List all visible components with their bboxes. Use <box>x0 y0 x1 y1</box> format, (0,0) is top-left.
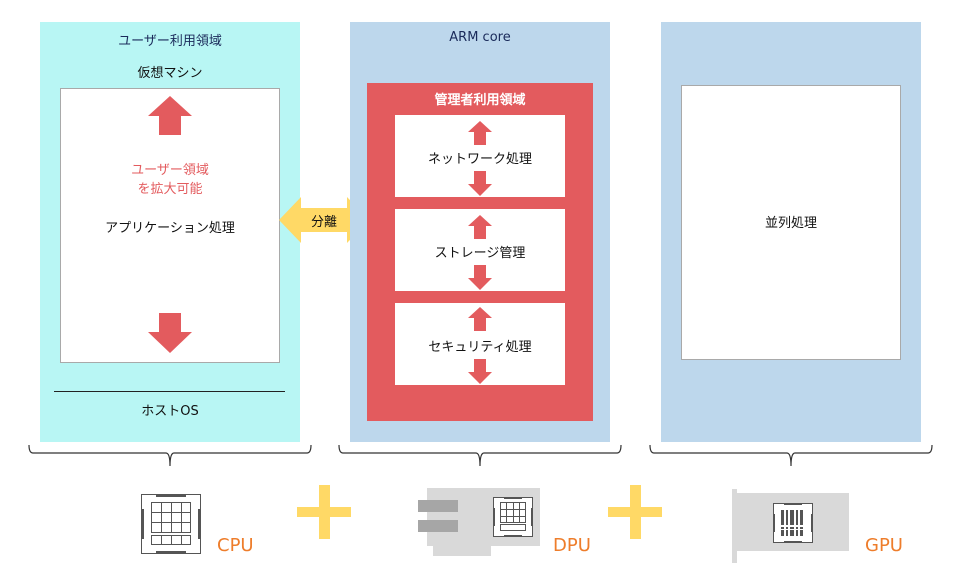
separation-label: 分離 <box>310 215 337 230</box>
arrow-down-icon <box>468 265 492 290</box>
virtual-machine-box: ユーザー領域 を拡大可能 アプリケーション処理 <box>60 88 280 363</box>
process-box-network: ネットワーク処理 <box>395 115 565 197</box>
brace-gpu <box>649 444 933 467</box>
dpu-card-icon <box>418 488 540 556</box>
arrow-up-icon <box>468 307 492 331</box>
process-box-storage: ストレージ管理 <box>395 209 565 291</box>
arm-core-title: ARM core <box>449 30 511 45</box>
expand-note-line2: を拡大可能 <box>137 182 203 197</box>
virtual-machine-label: 仮想マシン <box>137 66 203 81</box>
plus-icon <box>297 485 351 539</box>
gpu-label: GPU <box>865 535 903 556</box>
arrow-up-icon <box>468 121 492 145</box>
arrow-up-icon <box>468 215 492 239</box>
process-label: ネットワーク処理 <box>427 152 532 167</box>
arrow-up-icon <box>148 96 192 135</box>
host-os-divider <box>54 391 285 392</box>
plus-icon <box>608 485 662 539</box>
gpu-card-icon <box>732 489 849 563</box>
brace-cpu <box>28 444 312 467</box>
user-area-title: ユーザー利用領域 <box>118 34 222 49</box>
arm-core-column: ARM core 管理者利用領域 ネットワーク処理 ストレージ管理 <box>350 22 610 442</box>
separation-arrow: 分離 <box>279 197 369 243</box>
user-area-column: ユーザー利用領域 仮想マシン ユーザー領域 を拡大可能 アプリケーション処理 ホ… <box>40 22 300 442</box>
arrow-down-icon <box>148 313 192 353</box>
expand-note: ユーザー領域 を拡大可能 <box>61 161 279 199</box>
process-label: セキュリティ処理 <box>428 340 532 355</box>
application-process-label: アプリケーション処理 <box>105 221 235 236</box>
admin-area-title: 管理者利用領域 <box>434 93 526 108</box>
parallel-process-box: 並列処理 <box>681 85 901 360</box>
parallel-process-label: 並列処理 <box>764 216 817 231</box>
double-arrow-icon <box>279 197 369 243</box>
arrow-down-icon <box>468 359 492 384</box>
process-box-security: セキュリティ処理 <box>395 303 565 385</box>
process-label: ストレージ管理 <box>434 246 526 261</box>
cpu-chip-icon <box>141 494 201 554</box>
gpu-column: 並列処理 <box>661 22 921 442</box>
host-os-label: ホストOS <box>141 404 199 419</box>
cpu-label: CPU <box>217 535 254 556</box>
brace-dpu <box>338 444 622 467</box>
admin-area: 管理者利用領域 ネットワーク処理 ストレージ管理 セキュリティ処理 <box>367 83 593 421</box>
arrow-down-icon <box>468 171 492 196</box>
expand-note-line1: ユーザー領域 <box>131 163 209 178</box>
dpu-label: DPU <box>553 535 591 556</box>
